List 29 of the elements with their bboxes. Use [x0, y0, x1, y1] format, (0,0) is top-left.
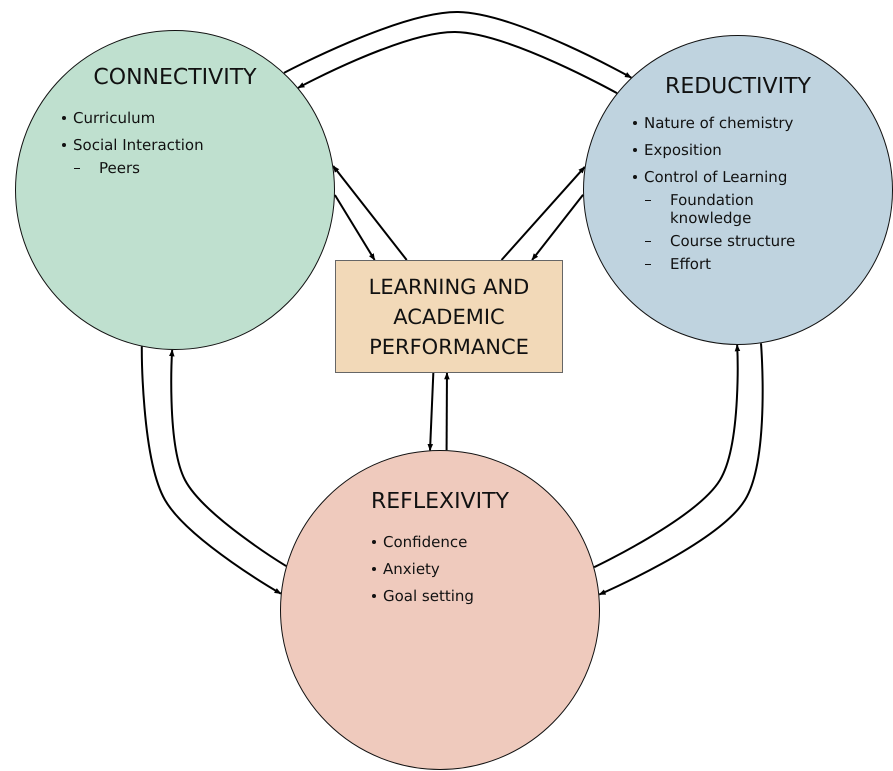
theme-heading: REDUCTIVITY — [665, 74, 811, 99]
arrow — [284, 11, 632, 78]
arrow — [428, 372, 434, 451]
bullet-item-text: Curriculum — [73, 109, 156, 127]
theme-heading: CONNECTIVITY — [93, 65, 257, 90]
bullet-item-text: Social Interaction — [73, 136, 204, 154]
arrow — [444, 372, 450, 450]
arrow — [140, 346, 282, 594]
bullet-item-text: Nature of chemistry — [644, 114, 794, 132]
bullet-item-text: Goal setting — [383, 587, 474, 605]
outcome-box — [335, 260, 563, 373]
sub-item-text: Peers — [99, 159, 140, 177]
arrow — [334, 194, 376, 261]
arrow — [594, 344, 740, 568]
bullet-item-text: Confidence — [383, 533, 468, 551]
sub-item-text: Foundation knowledge — [670, 191, 754, 227]
bullet-item-text: Exposition — [644, 141, 722, 159]
theme-heading: REFLEXIVITY — [371, 489, 509, 514]
arrow — [598, 343, 764, 596]
bullet-item-text: Anxiety — [383, 560, 440, 578]
arrow — [500, 166, 586, 261]
arrow — [332, 165, 408, 261]
bullet-item-text: Control of Learning — [644, 168, 788, 186]
arrow — [531, 194, 584, 261]
outcome-title: LEARNING AND ACADEMIC PERFORMANCE — [368, 274, 530, 360]
sub-item-text: Effort — [670, 255, 712, 273]
arrow — [298, 31, 618, 94]
sub-item-text: Course structure — [670, 232, 796, 250]
arrow — [169, 349, 287, 567]
